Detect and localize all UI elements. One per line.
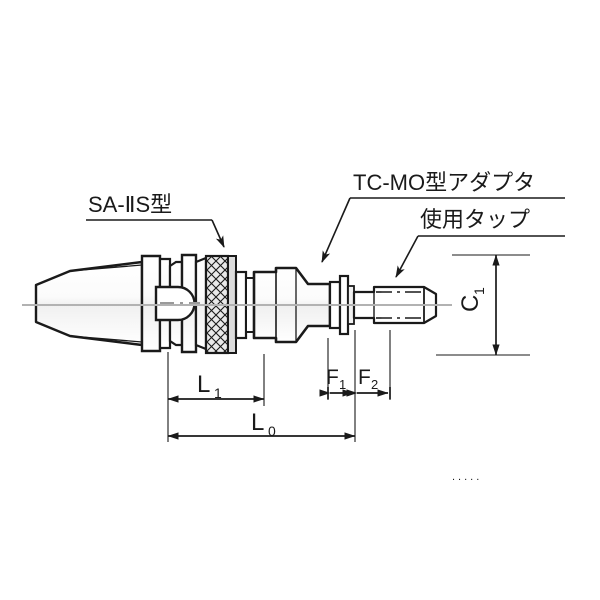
dimension-L0-label: L <box>251 409 264 436</box>
dimension-F1-subscript: 1 <box>339 377 346 392</box>
dimension-F2-label: F <box>358 366 371 389</box>
annotation-layer: SA-ⅡS型 TC-MO型アダプタ 使用タップ <box>86 170 565 278</box>
label-tc-mo: TC-MO型アダプタ <box>353 170 535 195</box>
dimension-C1-subscript: 1 <box>471 287 487 295</box>
dimension-F1: F 1 <box>319 366 354 399</box>
label-tap-group: 使用タップ <box>395 207 565 278</box>
dimension-C1-label: C <box>457 295 484 312</box>
dimension-L0-subscript: 0 <box>268 423 276 439</box>
dimension-L1: L 1 <box>167 371 265 403</box>
dimension-C1: C 1 <box>457 254 500 356</box>
assembly-geometry <box>22 253 452 355</box>
dimension-layer: L 1 L 0 F 1 F 2 <box>167 254 530 442</box>
label-sa-2s: SA-ⅡS型 <box>88 192 172 217</box>
label-tc-mo-leader <box>321 197 351 263</box>
dimension-F1-label: F <box>326 366 339 389</box>
dimension-F2-subscript: 2 <box>371 377 378 392</box>
v-flange <box>140 253 208 354</box>
dimension-L1-subscript: 1 <box>214 385 222 401</box>
dimension-L0: L 0 <box>167 409 356 440</box>
label-tap: 使用タップ <box>420 207 530 232</box>
label-sa-2s-leader <box>211 219 225 248</box>
faint-artifact-marks: ..... <box>452 471 482 483</box>
label-sa-2s-group: SA-ⅡS型 <box>86 192 225 248</box>
label-tc-mo-group: TC-MO型アダプタ <box>321 170 565 263</box>
label-tap-leader <box>395 235 419 278</box>
dimension-F2: F 2 <box>346 366 391 399</box>
dimension-L1-label: L <box>197 371 210 398</box>
